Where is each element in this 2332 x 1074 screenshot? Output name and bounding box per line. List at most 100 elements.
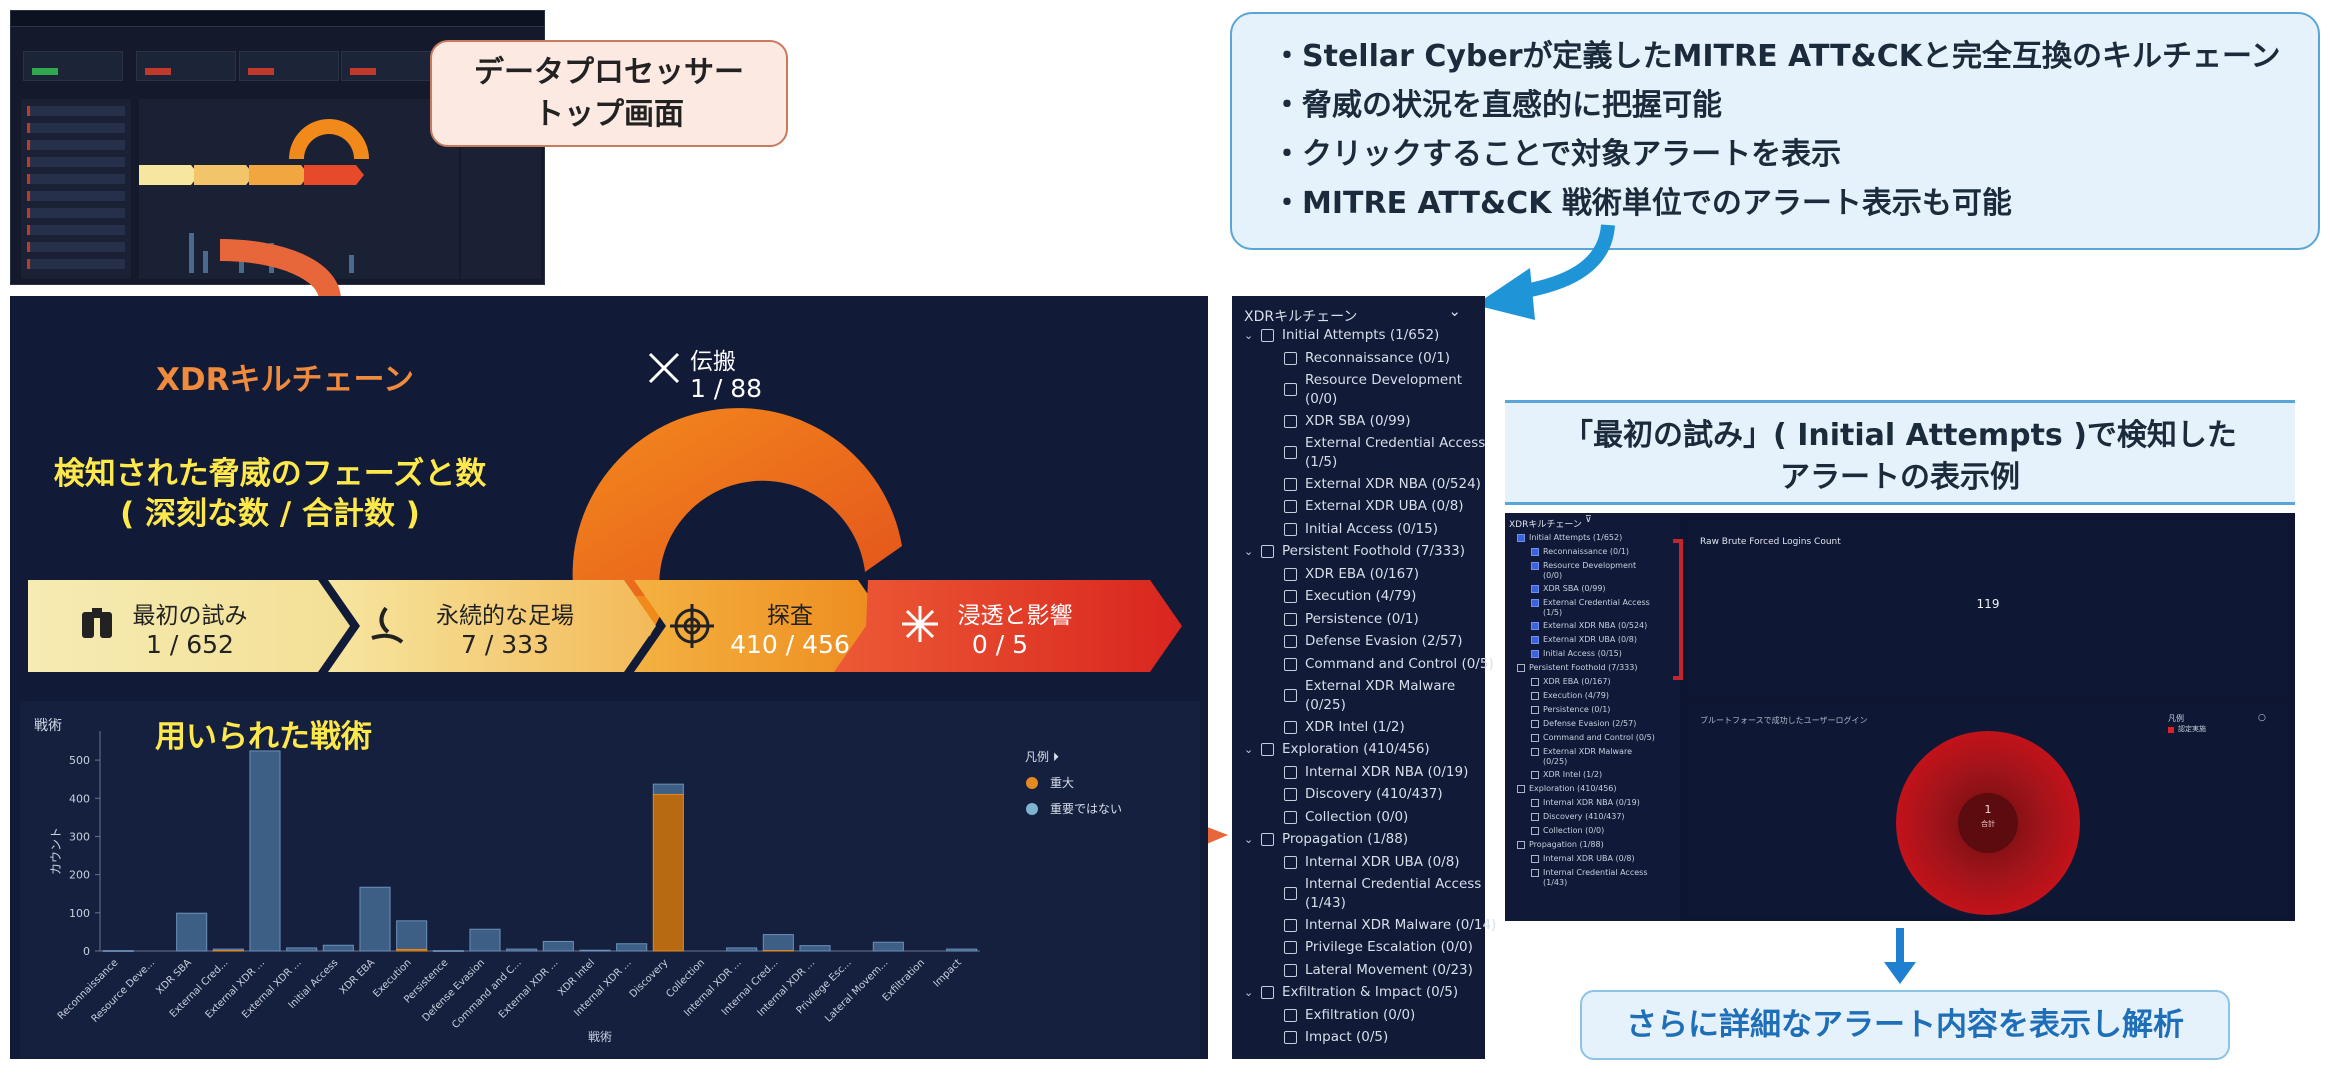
killchain-checkbox[interactable]: [1284, 918, 1297, 932]
killchain-tactic-row[interactable]: Execution (4/79): [1232, 587, 1485, 607]
killchain-checkbox[interactable]: [1284, 720, 1297, 734]
killchain-checkbox[interactable]: [1284, 941, 1297, 954]
expand-chevron-icon[interactable]: ⌄: [1244, 329, 1254, 342]
chevron-down-icon[interactable]: ⌄: [1448, 302, 1461, 320]
killchain-tactic-row[interactable]: Initial Access (0/15): [1232, 520, 1485, 540]
killchain-tactic-row[interactable]: XDR EBA (0/167): [1232, 565, 1485, 585]
killchain-tactic-row[interactable]: Internal XDR Malware (0/14): [1232, 916, 1496, 936]
killchain-tactic-row[interactable]: External XDR UBA (0/8): [1232, 497, 1485, 517]
killchain-tactic-row[interactable]: Impact (0/5): [1232, 1028, 1485, 1048]
killchain-checkbox[interactable]: [1261, 329, 1274, 342]
example-checkbox[interactable]: [1531, 599, 1539, 607]
example-killchain-row[interactable]: Collection (0/0): [1505, 826, 1680, 837]
killchain-checkbox[interactable]: [1284, 414, 1297, 428]
example-killchain-row[interactable]: External XDR UBA (0/8): [1505, 635, 1680, 646]
killchain-checkbox[interactable]: [1284, 446, 1297, 459]
example-checkbox[interactable]: [1531, 562, 1539, 570]
example-killchain-row[interactable]: XDR SBA (0/99): [1505, 584, 1680, 595]
example-killchain-row[interactable]: Internal XDR UBA (0/8): [1505, 854, 1680, 865]
killchain-tactic-row[interactable]: External Credential Access(1/5): [1232, 434, 1485, 472]
example-checkbox[interactable]: [1531, 706, 1539, 714]
killchain-stage-row[interactable]: ⌄Exploration (410/456): [1232, 740, 1485, 760]
killchain-tactic-row[interactable]: Discovery (410/437): [1232, 785, 1485, 805]
example-killchain-row[interactable]: Internal XDR NBA (0/19): [1505, 798, 1680, 809]
example-killchain-row[interactable]: Initial Access (0/15): [1505, 649, 1680, 660]
killchain-tactic-row[interactable]: Reconnaissance (0/1): [1232, 349, 1485, 369]
example-checkbox[interactable]: [1531, 771, 1539, 779]
killchain-checkbox[interactable]: [1284, 657, 1297, 671]
example-checkbox[interactable]: [1531, 720, 1539, 728]
example-checkbox[interactable]: [1517, 785, 1525, 793]
example-checkbox[interactable]: [1531, 855, 1539, 863]
killchain-tactic-row[interactable]: Defense Evasion (2/57): [1232, 632, 1485, 652]
killchain-checkbox[interactable]: [1284, 1031, 1297, 1044]
example-checkbox[interactable]: [1531, 692, 1539, 700]
example-killchain-row[interactable]: Persistence (0/1): [1505, 705, 1680, 716]
example-checkbox[interactable]: [1531, 548, 1539, 556]
killchain-checkbox[interactable]: [1284, 810, 1297, 824]
killchain-checkbox[interactable]: [1284, 477, 1297, 491]
killchain-checkbox[interactable]: [1261, 545, 1274, 558]
example-killchain-row[interactable]: External Credential Access(1/5): [1505, 598, 1680, 618]
killchain-tactic-row[interactable]: External XDR NBA (0/524): [1232, 475, 1485, 495]
pie-options-icon[interactable]: ○: [2258, 713, 2266, 723]
example-killchain-row[interactable]: Resource Development(0/0): [1505, 561, 1680, 581]
killchain-checkbox[interactable]: [1284, 567, 1297, 581]
killchain-checkbox[interactable]: [1284, 500, 1297, 513]
killchain-checkbox[interactable]: [1284, 635, 1297, 648]
example-killchain-row[interactable]: XDR Intel (1/2): [1505, 770, 1680, 781]
example-killchain-row[interactable]: Discovery (410/437): [1505, 812, 1680, 823]
example-checkbox[interactable]: [1531, 650, 1539, 658]
expand-chevron-icon[interactable]: ⌄: [1244, 986, 1254, 999]
killchain-checkbox[interactable]: [1284, 1008, 1297, 1022]
killchain-tactic-row[interactable]: Resource Development(0/0): [1232, 371, 1485, 409]
example-checkbox[interactable]: [1517, 664, 1525, 672]
example-checkbox[interactable]: [1531, 678, 1539, 686]
example-checkbox[interactable]: [1531, 799, 1539, 807]
filter-icon[interactable]: ⊽: [1585, 515, 1592, 525]
example-killchain-row[interactable]: Command and Control (0/5): [1505, 733, 1680, 744]
killchain-stage-row[interactable]: ⌄Persistent Foothold (7/333): [1232, 542, 1485, 562]
killchain-tactic-row[interactable]: External XDR Malware(0/25): [1232, 677, 1485, 715]
example-checkbox[interactable]: [1531, 734, 1539, 742]
killchain-tactic-row[interactable]: Persistence (0/1): [1232, 610, 1485, 630]
killchain-tactic-row[interactable]: Internal Credential Access(1/43): [1232, 875, 1485, 913]
killchain-checkbox[interactable]: [1284, 765, 1297, 779]
example-checkbox[interactable]: [1517, 841, 1525, 849]
killchain-checkbox[interactable]: [1284, 612, 1297, 626]
killchain-checkbox[interactable]: [1284, 963, 1297, 977]
example-killchain-row[interactable]: External XDR NBA (0/524): [1505, 621, 1680, 632]
killchain-stage-row[interactable]: ⌄Initial Attempts (1/652): [1232, 326, 1485, 346]
expand-chevron-icon[interactable]: ⌄: [1244, 545, 1254, 558]
expand-chevron-icon[interactable]: ⌄: [1244, 833, 1254, 846]
example-killchain-row[interactable]: Persistent Foothold (7/333): [1505, 663, 1680, 674]
killchain-tactic-row[interactable]: XDR Intel (1/2): [1232, 718, 1485, 738]
killchain-tactic-row[interactable]: Privilege Escalation (0/0): [1232, 938, 1485, 958]
example-checkbox[interactable]: [1531, 748, 1539, 756]
killchain-stage-row[interactable]: ⌄Propagation (1/88): [1232, 830, 1485, 850]
example-checkbox[interactable]: [1531, 869, 1539, 877]
killchain-checkbox[interactable]: [1284, 855, 1297, 869]
killchain-checkbox[interactable]: [1284, 351, 1297, 365]
expand-chevron-icon[interactable]: ⌄: [1244, 743, 1254, 756]
example-killchain-row[interactable]: External XDR Malware(0/25): [1505, 747, 1680, 767]
killchain-checkbox[interactable]: [1284, 689, 1297, 702]
example-killchain-row[interactable]: Execution (4/79): [1505, 691, 1680, 702]
killchain-tactic-row[interactable]: Internal XDR UBA (0/8): [1232, 853, 1485, 873]
example-checkbox[interactable]: [1517, 534, 1525, 542]
example-checkbox[interactable]: [1531, 827, 1539, 835]
killchain-checkbox[interactable]: [1284, 590, 1297, 603]
example-killchain-row[interactable]: Exploration (410/456): [1505, 784, 1680, 795]
killchain-checkbox[interactable]: [1284, 887, 1297, 900]
example-killchain-row[interactable]: Initial Attempts (1/652): [1505, 533, 1680, 544]
example-checkbox[interactable]: [1531, 636, 1539, 644]
killchain-checkbox[interactable]: [1284, 383, 1297, 396]
killchain-tactic-row[interactable]: Command and Control (0/5): [1232, 655, 1494, 675]
example-checkbox[interactable]: [1531, 622, 1539, 630]
killchain-checkbox[interactable]: [1261, 743, 1274, 756]
example-killchain-row[interactable]: Defense Evasion (2/57): [1505, 719, 1680, 730]
example-killchain-row[interactable]: XDR EBA (0/167): [1505, 677, 1680, 688]
killchain-tactic-row[interactable]: Exfiltration (0/0): [1232, 1006, 1485, 1026]
example-killchain-row[interactable]: Internal Credential Access(1/43): [1505, 868, 1680, 888]
example-killchain-row[interactable]: Propagation (1/88): [1505, 840, 1680, 851]
